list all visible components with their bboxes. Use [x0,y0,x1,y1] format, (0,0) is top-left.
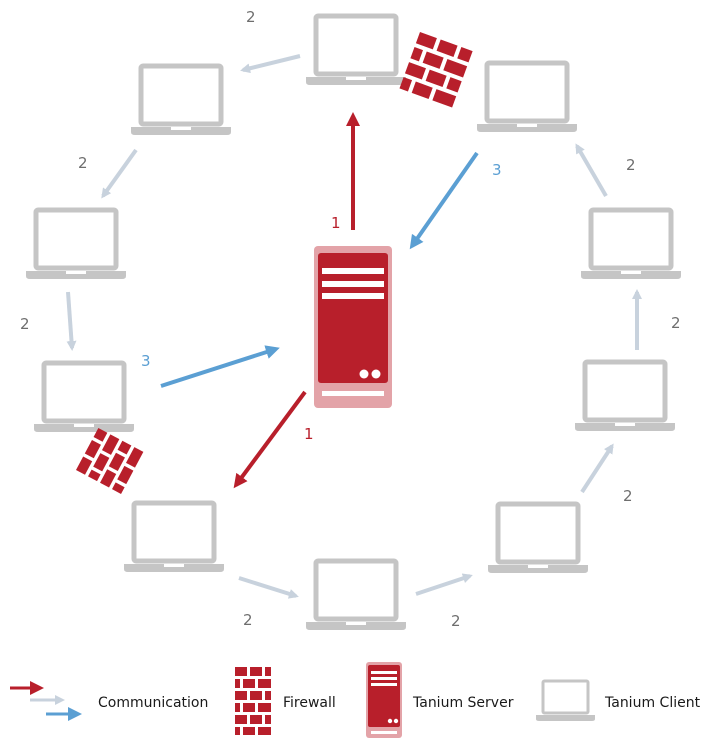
legend-communication-label: Communication [98,695,208,711]
red-arrow-down-left [233,390,307,489]
tanium-server-icon [314,246,392,408]
peer-arrow-3 [66,291,77,351]
legend: Communication Firewall [10,662,701,738]
label-peer: 2 [246,8,256,26]
label-peer: 2 [626,156,636,174]
label-blue-left: 3 [141,352,151,370]
client-laptop-top [306,16,406,85]
client-laptop-bottom-left [124,503,224,572]
label-red-bottom: 1 [304,425,314,443]
peer-arrow-4 [238,576,299,599]
label-peer: 2 [623,487,633,505]
legend-communication-icon [10,681,82,721]
legend-client-icon [536,679,595,721]
peer-arrow-8 [575,143,608,198]
client-laptop-lower-right [575,362,675,431]
client-laptop-upper-right [477,63,577,132]
label-blue-top: 3 [492,161,502,179]
legend-firewall-label: Firewall [283,695,336,711]
client-laptop-bottom-right [488,504,588,573]
label-peer: 2 [451,612,461,630]
firewall-icon-bottom-left [76,427,144,494]
client-laptop-upper-left [131,66,231,135]
peer-arrow-2 [101,148,138,199]
label-peer: 2 [671,314,681,332]
client-laptop-left [26,210,126,279]
blue-arrow-from-upper-right [409,151,479,250]
label-peer: 2 [20,315,30,333]
legend-server-label: Tanium Server [412,695,514,711]
client-laptop-lower-left [34,363,134,432]
legend-server-icon [366,662,402,738]
label-peer: 2 [243,611,253,629]
legend-firewall-icon [235,667,271,735]
peer-arrow-1 [240,54,301,74]
blue-arrow-from-lower-left [160,345,280,388]
legend-client-label: Tanium Client [604,695,701,711]
peer-arrow-6 [580,443,614,494]
peer-arrow-5 [415,573,473,596]
client-laptop-right [581,210,681,279]
client-laptop-bottom [306,561,406,630]
label-red-top: 1 [331,214,341,232]
label-peer: 2 [78,154,88,172]
firewall-icon-top [399,32,473,108]
